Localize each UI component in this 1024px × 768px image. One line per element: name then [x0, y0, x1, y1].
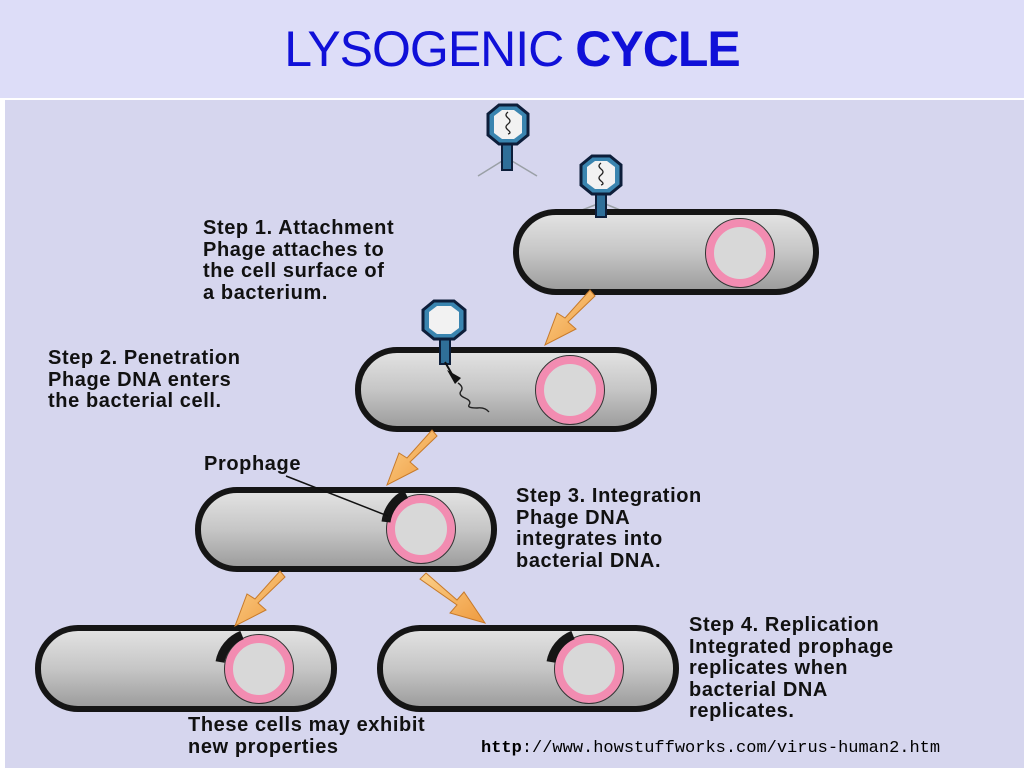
- step1-text: Step 1. Attachment Phage attaches to the…: [203, 217, 395, 304]
- title-band: [0, 0, 1024, 98]
- prophage-label: Prophage: [204, 453, 302, 475]
- cell-step1: [513, 154, 819, 295]
- step2-line: the bacterial cell.: [48, 390, 222, 412]
- step4-line: Integrated prophage: [689, 635, 894, 658]
- step3-heading: Step 3. Integration: [516, 485, 702, 507]
- outcome-line: new properties: [188, 735, 339, 758]
- step2-heading: Step 2. Penetration: [48, 347, 241, 369]
- step3-line: integrates into: [516, 528, 663, 550]
- arrow-step2-to-step3: [386, 429, 438, 487]
- title-word-lysogenic: LYSOGENIC: [284, 21, 564, 77]
- step1-heading: Step 1. Attachment: [203, 217, 395, 239]
- step1-line: Phage attaches to: [203, 238, 385, 261]
- step1-line: a bacterium.: [203, 281, 329, 304]
- cell-daughter-left: [35, 625, 337, 712]
- step3-line: bacterial DNA.: [516, 549, 662, 572]
- cell-step3: [195, 475, 497, 572]
- step4-line: bacterial DNA: [689, 678, 828, 701]
- source-url[interactable]: http://www.howstuffworks.com/virus-human…: [481, 739, 940, 758]
- slide-title: LYSOGENIC CYCLE: [0, 0, 1024, 98]
- step4-heading: Step 4. Replication: [689, 614, 880, 636]
- step3-line: Phage DNA: [516, 506, 631, 529]
- outcome-text: These cells may exhibit new properties: [188, 714, 426, 758]
- arrow-step3-to-left-cell: [234, 570, 286, 628]
- source-path: ://www.howstuffworks.com/virus-human2.ht…: [521, 739, 941, 758]
- step3-text: Step 3. Integration Phage DNA integrates…: [516, 485, 702, 572]
- step4-text: Step 4. Replication Integrated prophage …: [689, 614, 894, 723]
- arrow-step1-to-step2: [544, 289, 596, 347]
- step4-line: replicates.: [689, 700, 795, 722]
- step2-line: Phage DNA enters: [48, 368, 232, 391]
- cell-step2: [355, 299, 657, 432]
- source-protocol: http: [481, 739, 522, 758]
- step4-line: replicates when: [689, 657, 849, 679]
- cell-daughter-right: [377, 625, 679, 712]
- step2-text: Step 2. Penetration Phage DNA enters the…: [48, 347, 241, 413]
- arrow-step3-to-right-cell: [419, 572, 487, 624]
- step1-line: the cell surface of: [203, 260, 385, 282]
- outcome-line: These cells may exhibit: [188, 714, 426, 736]
- title-word-cycle: CYCLE: [575, 21, 740, 77]
- free-phage-icon: [477, 103, 538, 177]
